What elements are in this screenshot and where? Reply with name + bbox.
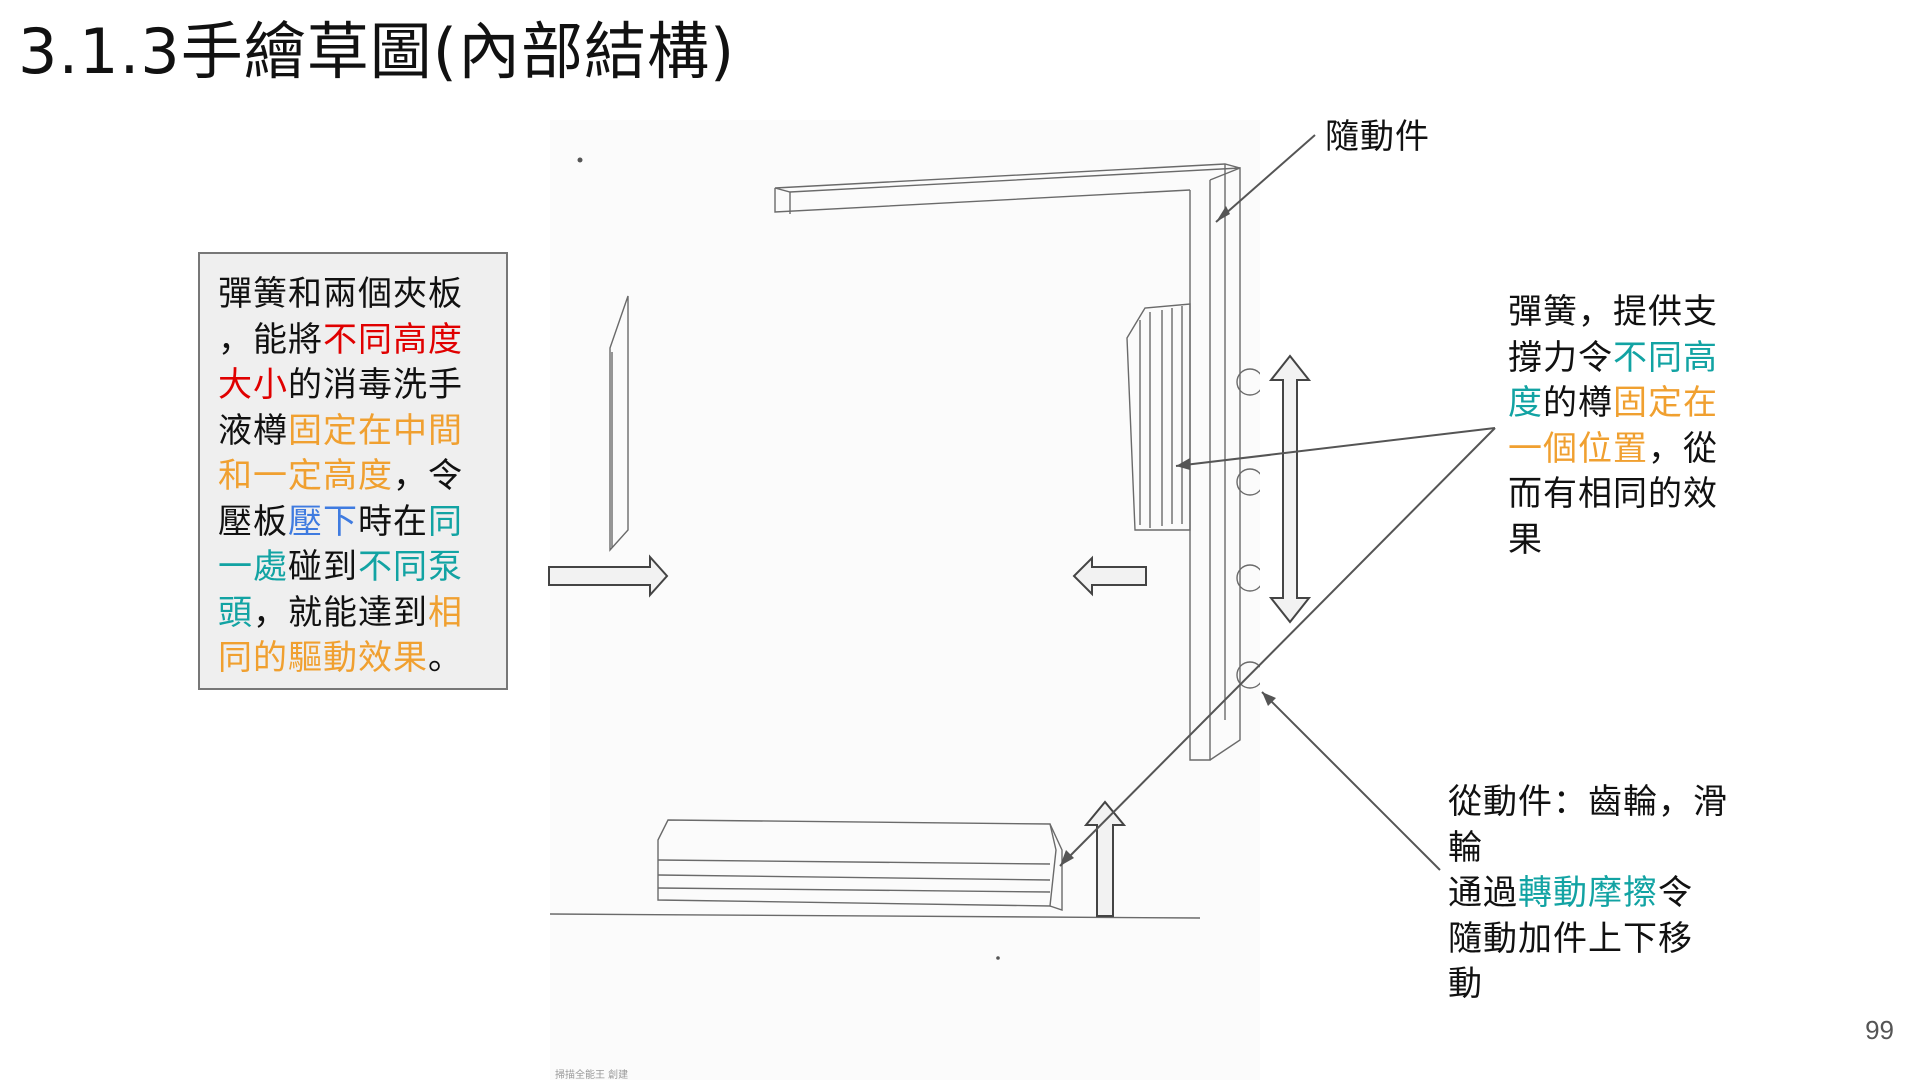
explain-seg-highlight: 頭 <box>218 592 253 633</box>
explain-seg: 彈簧和兩個夾板 <box>218 274 463 314</box>
left-hollow-arrow <box>1072 555 1147 597</box>
explain-seg: ，令 <box>393 456 463 496</box>
spring-label-highlight: 不同高 <box>1613 337 1718 378</box>
explain-seg-highlight: 同 <box>428 501 463 542</box>
spring-label: 彈簧，提供支 撐力令不同高 度的樽固定在 一個位置，從 而有相同的效 果 <box>1508 290 1718 563</box>
explain-seg-highlight: 和一定高度 <box>218 456 393 496</box>
spring-pointer-line-2 <box>1059 427 1496 867</box>
driven-label-highlight: 轉動摩擦 <box>1518 873 1658 913</box>
follower-label: 隨動件 <box>1325 117 1430 157</box>
gear-2 <box>1236 468 1260 496</box>
explain-seg: 的消毒洗手 <box>288 365 463 405</box>
spring-label-line: ，從 <box>1648 428 1718 469</box>
slide-title: 3.1.3手繪草圖(內部結構) <box>18 15 736 88</box>
explain-seg: 時在 <box>358 501 428 542</box>
explain-seg-highlight: 同的驅動效果 <box>218 638 428 678</box>
explain-seg-highlight: 一處 <box>218 547 288 587</box>
driven-label-line: 通過 <box>1448 873 1518 913</box>
driven-label-line: 從動件：齒輪，滑 <box>1448 782 1728 822</box>
scanner-watermark: 掃描全能王 創建 <box>555 1070 629 1081</box>
explain-seg-highlight: 大小 <box>218 365 288 405</box>
explain-seg-highlight: 不同高度 <box>323 319 463 360</box>
explain-seg: 碰到 <box>288 547 358 587</box>
explanation-box: 彈簧和兩個夾板 ，能將不同高度 大小的消毒洗手 液樽固定在中間 和一定高度，令 … <box>198 252 508 690</box>
explain-seg: 。 <box>428 638 463 678</box>
explain-seg-highlight: 固定在中間 <box>288 410 463 451</box>
spring-label-highlight: 一個位置 <box>1508 428 1648 469</box>
spring-label-highlight: 度 <box>1508 383 1543 423</box>
explain-seg: 壓板 <box>218 501 288 542</box>
spring-label-highlight: 固定在 <box>1613 383 1718 423</box>
gear-1 <box>1236 368 1260 396</box>
spring-label-line: 彈簧，提供支 <box>1508 292 1718 332</box>
driven-label-line: 隨動加件上下移 <box>1448 918 1693 959</box>
explain-seg-highlight: 相 <box>428 592 463 633</box>
explain-seg: ，能將 <box>218 319 323 360</box>
driven-pointer-line <box>1261 691 1441 871</box>
double-vertical-arrow <box>1268 354 1312 624</box>
driven-label-line: 輪 <box>1448 827 1483 868</box>
spring-label-line: 果 <box>1508 519 1543 560</box>
driven-label-line: 令 <box>1658 873 1693 913</box>
driven-part-label: 從動件：齒輪，滑 輪 通過轉動摩擦令 隨動加件上下移 動 <box>1448 780 1728 1008</box>
up-hollow-arrow <box>1083 800 1127 917</box>
sketch-drawing <box>550 157 1260 960</box>
explain-seg-highlight: 壓下 <box>288 501 358 542</box>
follower-pointer-line <box>1215 134 1316 223</box>
gear-4 <box>1236 661 1260 689</box>
right-hollow-arrow <box>548 554 669 598</box>
hand-sketch-image <box>550 120 1260 1080</box>
ground-line <box>550 913 1201 919</box>
spring-pointer-line-1 <box>1175 427 1496 467</box>
explain-seg: ，就能達到 <box>253 592 428 633</box>
spring-label-line: 撐力令 <box>1508 337 1613 378</box>
explain-seg: 液樽 <box>218 410 288 451</box>
driven-label-line: 動 <box>1448 964 1483 1004</box>
spring-label-line: 的樽 <box>1543 383 1613 423</box>
explain-seg-highlight: 不同泵 <box>358 547 463 587</box>
spring-label-line: 而有相同的效 <box>1508 474 1718 514</box>
gear-3 <box>1236 564 1260 592</box>
page-number: 99 <box>1865 1015 1894 1045</box>
spring-clamp <box>1126 303 1191 531</box>
press-plate <box>657 819 1057 907</box>
left-clamp-plate <box>609 295 629 552</box>
